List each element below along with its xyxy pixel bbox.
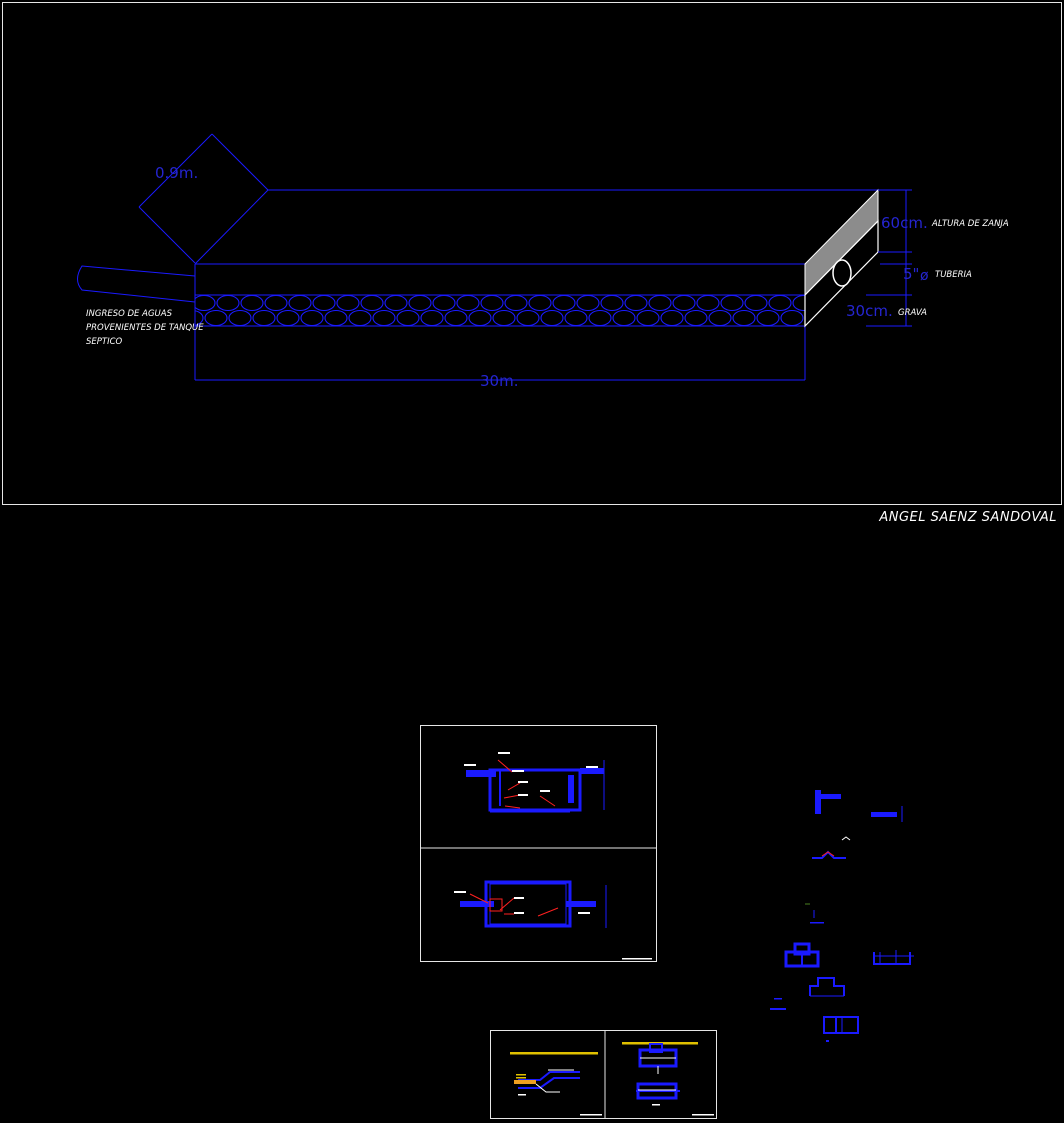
pipe-circle xyxy=(832,259,852,287)
misc-details xyxy=(770,790,914,1042)
length-dimension: 30m. xyxy=(480,372,518,390)
width-dimension: 0.9m. xyxy=(155,164,198,182)
pipe-diameter-symbol: ø xyxy=(920,268,929,284)
gravel-dimension: 30cm. xyxy=(846,302,893,320)
pipe-dimension: 5" xyxy=(903,265,919,283)
inlet-note-line-2: PROVENIENTES DE TANQUE xyxy=(86,323,204,333)
height-label: ALTURA DE ZANJA xyxy=(931,219,1009,229)
trench-detail xyxy=(77,133,912,381)
gravel-layer xyxy=(194,294,806,327)
inlet-note-line-1: INGRESO DE AGUAS xyxy=(86,309,173,319)
pipe-label: TUBERIA xyxy=(935,270,972,280)
author-signature: ANGEL SAENZ SANDOVAL xyxy=(878,510,1057,525)
inlet-pipe xyxy=(77,265,196,303)
height-dimension: 60cm. xyxy=(881,214,928,232)
inlet-note-line-3: SEPTICO xyxy=(86,337,123,347)
main-frame xyxy=(2,2,1062,505)
bottom-sheets xyxy=(490,1030,717,1119)
septic-tank-sheet xyxy=(420,725,657,962)
gravel-label: GRAVA xyxy=(898,308,927,318)
